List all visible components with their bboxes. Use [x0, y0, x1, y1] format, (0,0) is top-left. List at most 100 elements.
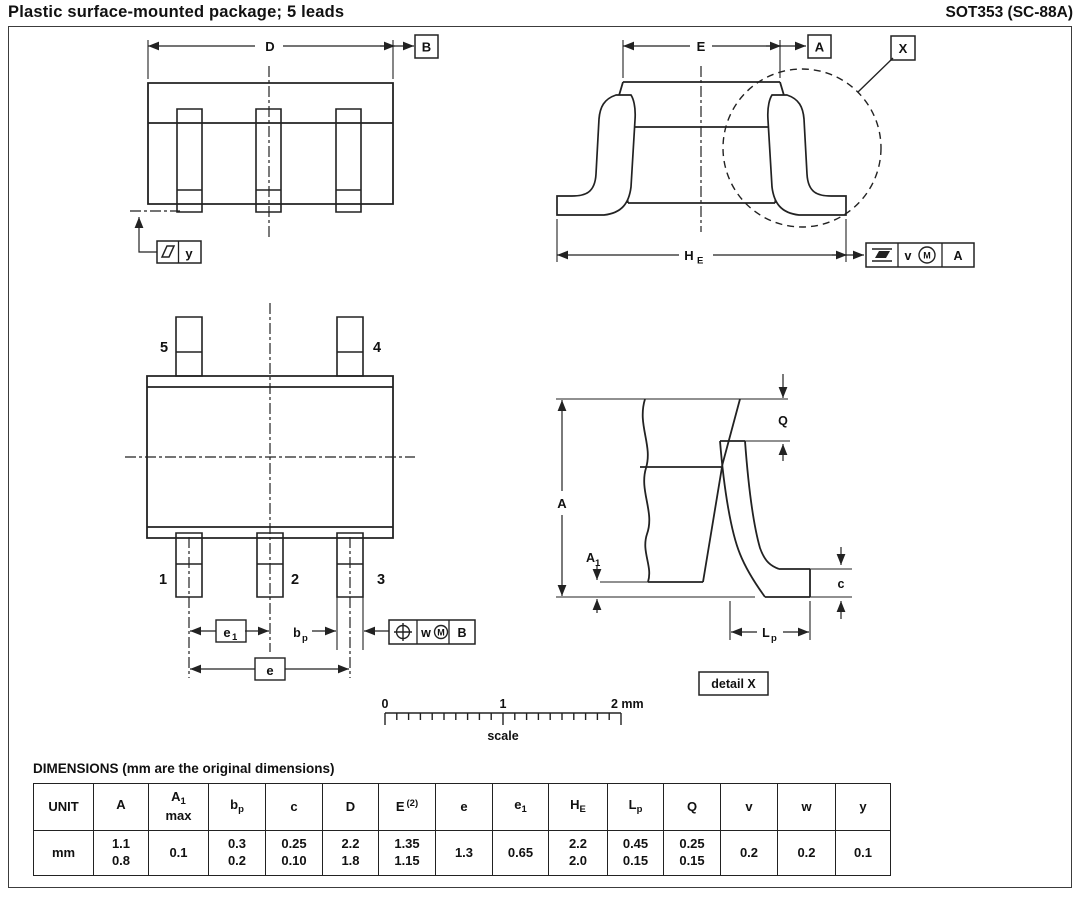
dim-lp-label: L: [762, 626, 770, 640]
detail-lead-outline: [719, 440, 811, 598]
top-view: 5 4 1 2 3 e 1 b p w M B e: [125, 303, 476, 681]
dim-bp-label: b: [293, 626, 301, 640]
detail-x-leader: [857, 57, 894, 93]
dim-d-label: D: [265, 39, 274, 54]
tolerance-frame-dividers: [897, 243, 943, 267]
package-code: SOT353 (SC-88A): [945, 4, 1073, 21]
detail-x-view: A Q A 1 c L p detail X: [556, 374, 852, 696]
top-centerlines: [125, 303, 415, 678]
pin-2-label: 2: [291, 572, 299, 588]
parallelogram-icon: [160, 245, 176, 258]
header-w: w: [777, 783, 836, 831]
flatness-y-label: y: [185, 246, 193, 261]
datum-b-box: [414, 34, 439, 59]
detail-x-circle: [722, 68, 882, 228]
front-body-outline: [147, 82, 394, 205]
value-A1: 0.1: [148, 830, 209, 876]
value-e1: 0.65: [492, 830, 549, 876]
header-HE: HE: [548, 783, 608, 831]
package-outline-drawing: D B y E A X H E v: [125, 34, 975, 743]
scale-caption: scale: [487, 729, 518, 743]
header-Lp: Lp: [607, 783, 664, 831]
tol-datum-b-label: B: [457, 626, 466, 640]
tol-m-label: M: [437, 628, 445, 638]
header-bp: bp: [208, 783, 266, 831]
datum-a-label: A: [815, 40, 825, 55]
dim-a1-sub: 1: [595, 558, 601, 569]
end-lead-left: [556, 94, 637, 216]
pin-3-label: 3: [377, 572, 385, 588]
pin-1-label: 1: [159, 572, 167, 588]
header-Q: Q: [663, 783, 721, 831]
scale-tick-0: 0: [382, 697, 389, 711]
end-view: E A X H E v M A: [556, 34, 975, 268]
dim-e1-box: [215, 619, 247, 643]
tolerance-frame-box: [388, 619, 476, 645]
dimensions-table-title: DIMENSIONS (mm are the original dimensio…: [33, 761, 335, 776]
header-c: c: [265, 783, 323, 831]
value-y: 0.1: [835, 830, 891, 876]
bp-extension-lines: [336, 597, 364, 650]
dim-e1-label: e: [223, 625, 230, 640]
pin-5-label: 5: [160, 340, 168, 356]
position-icon-cross: [394, 623, 412, 641]
header-A: A: [93, 783, 149, 831]
dim-q-label: Q: [778, 414, 788, 428]
pin-4-label: 4: [373, 340, 381, 356]
scale-bar: 0 1 2 mm scale: [382, 697, 644, 743]
dim-bp-sub: p: [302, 633, 308, 644]
front-view: D B y: [130, 34, 439, 264]
dim-e1-sub: 1: [232, 632, 238, 643]
detail-caption-box: [698, 671, 769, 696]
datum-b-label: B: [422, 40, 431, 55]
seating-plane-icon: [872, 248, 892, 262]
tol-datum-a-label: A: [953, 249, 962, 263]
datum-a-box: [807, 34, 832, 59]
tolerance-frame-box: [865, 242, 975, 268]
detail-body-outline: [640, 398, 741, 583]
header-E: E(2): [378, 783, 436, 831]
flatness-leader: [134, 217, 157, 253]
dim-he-sub: E: [697, 256, 703, 267]
detail-caption: detail X: [711, 677, 756, 691]
dim-e-box: [254, 657, 286, 681]
header-D: D: [322, 783, 379, 831]
end-lead-right: [766, 94, 847, 216]
dim-e-label: E: [697, 39, 706, 54]
value-e: 1.3: [435, 830, 493, 876]
header-y: y: [835, 783, 891, 831]
tol-m-label: M: [923, 251, 931, 261]
detail-x-ref-label: X: [899, 41, 908, 56]
seating-plane-icon-fill: [875, 251, 890, 258]
value-v: 0.2: [720, 830, 778, 876]
scale-tick-2: 2 mm: [611, 697, 644, 711]
dim-a-label: A: [557, 496, 567, 511]
value-unit: mm: [33, 830, 94, 876]
bp-tolerance-frame: w M B: [388, 619, 476, 645]
detail-reference-lines: [556, 398, 852, 640]
dim-e-label: e: [266, 663, 273, 678]
m-circle-icon: [433, 624, 449, 640]
tol-w-label: w: [420, 626, 431, 640]
header-e1: e1: [492, 783, 549, 831]
m-circle-icon: [918, 246, 936, 264]
he-tolerance-frame: v M A: [865, 242, 975, 268]
tolerance-frame-dividers: [416, 620, 450, 644]
tol-v-label: v: [905, 249, 912, 263]
header-unit: UNIT: [33, 783, 94, 831]
value-w: 0.2: [777, 830, 836, 876]
dim-lp-sub: p: [771, 633, 777, 644]
drawing-frame: [8, 26, 1072, 888]
dim-he-label: H: [684, 248, 693, 263]
